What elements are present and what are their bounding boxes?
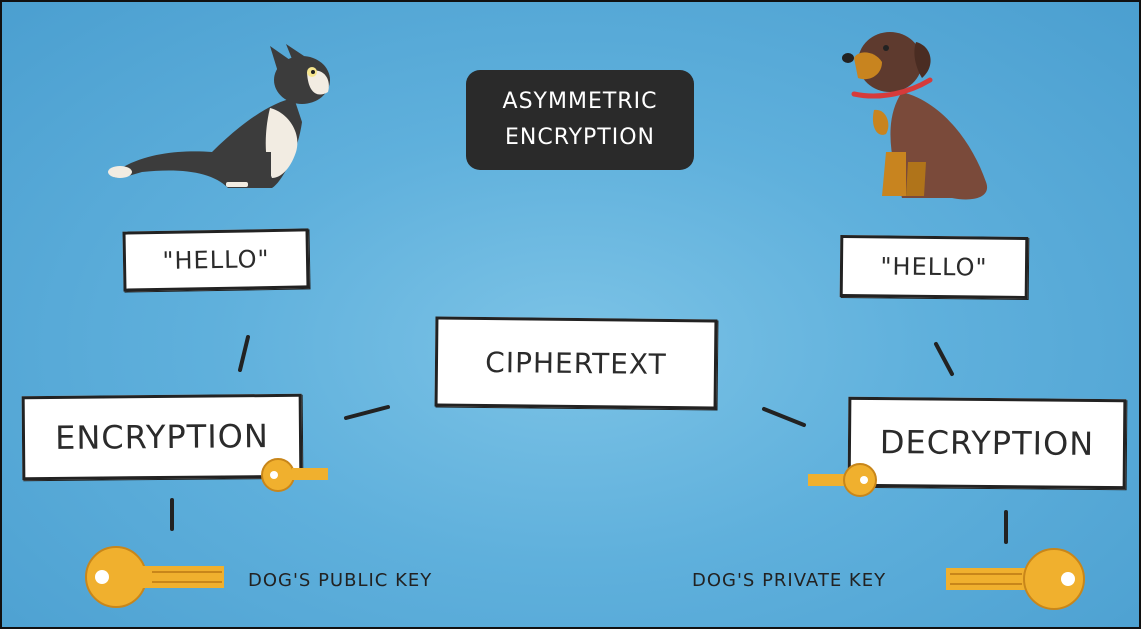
small-key-decryption-icon — [808, 463, 877, 497]
public-key-icon — [85, 546, 224, 608]
title-line-2: ENCRYPTION — [504, 125, 655, 150]
connector-ciphertext-to-decryption — [762, 407, 806, 427]
public-key-caption: DOG'S PUBLIC KEY — [248, 570, 433, 591]
diagram-title: ASYMMETRIC ENCRYPTION — [466, 70, 694, 170]
title-line-1: ASYMMETRIC — [502, 89, 658, 114]
small-key-encryption-icon — [261, 458, 328, 492]
dog-icon — [842, 32, 988, 200]
cat-icon — [108, 44, 330, 188]
connector-encryption-to-ciphertext — [344, 405, 390, 420]
private-key-caption: DOG'S PRIVATE KEY — [692, 570, 887, 591]
connector-hello-to-encryption — [238, 335, 250, 372]
private-key-icon — [946, 548, 1085, 610]
connector-decryption-to-hello — [934, 342, 954, 376]
